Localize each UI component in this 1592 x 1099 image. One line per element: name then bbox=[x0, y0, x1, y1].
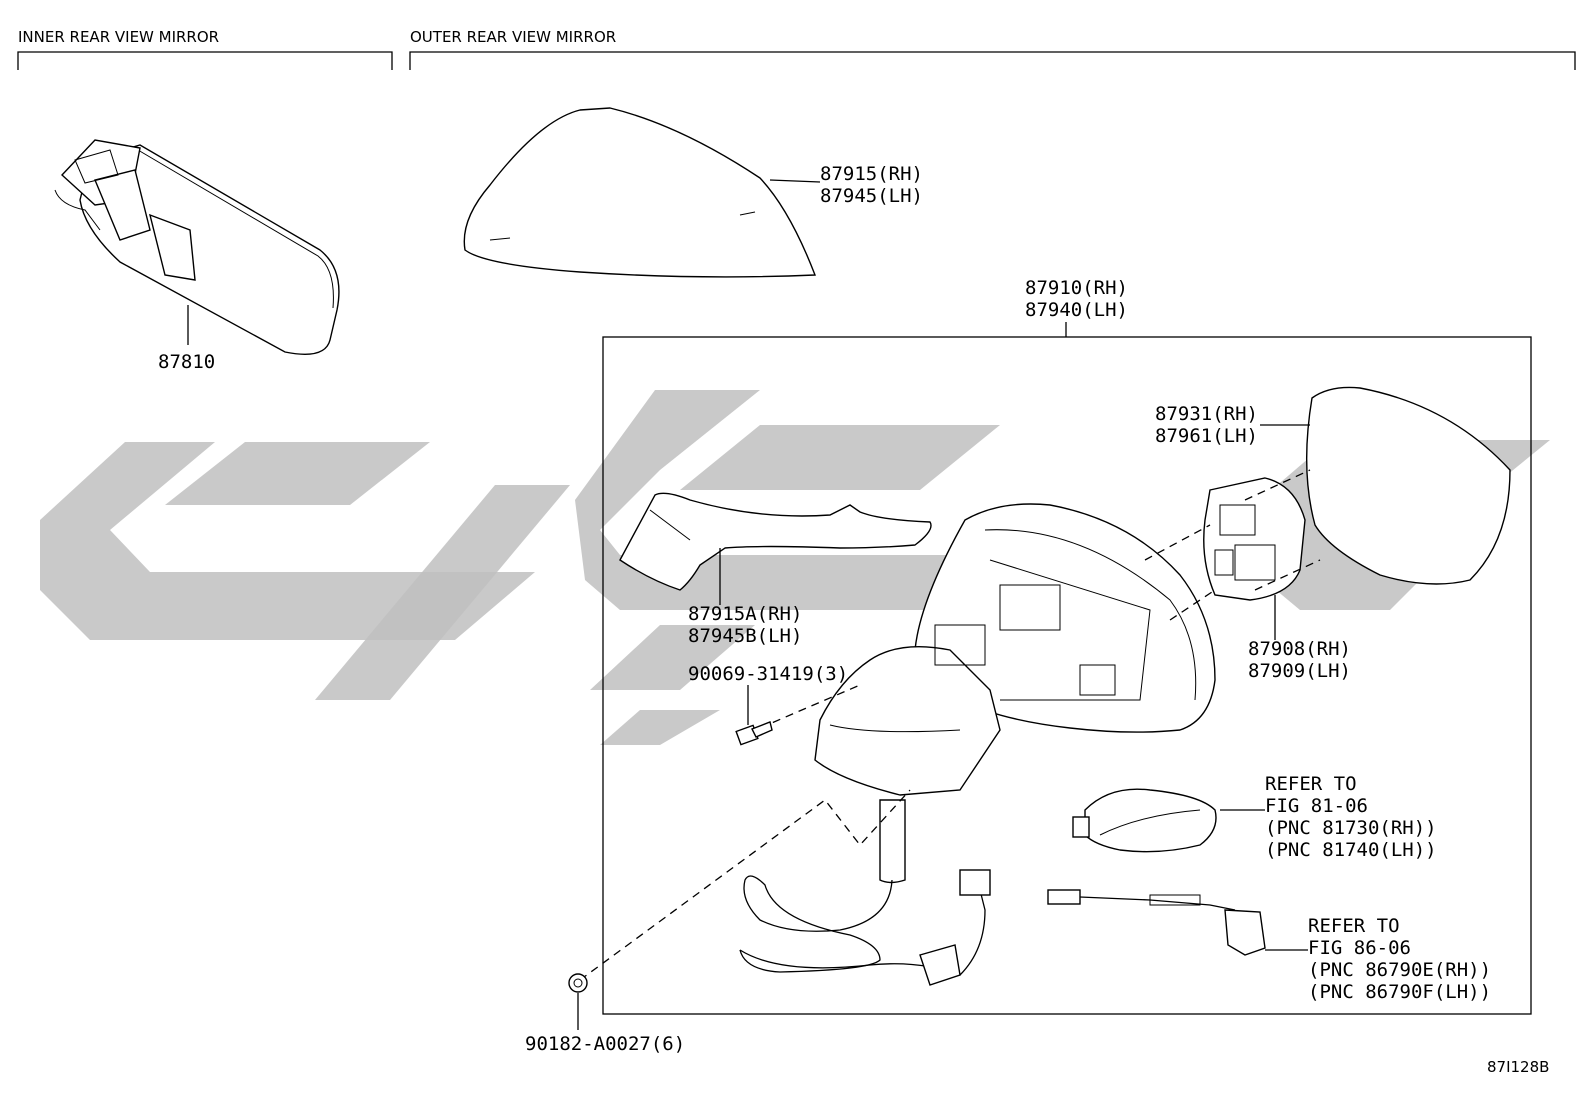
camera-drawing bbox=[1047, 889, 1266, 956]
callout-cover-rh: 87915(RH) bbox=[820, 163, 923, 185]
section-bracket-outer bbox=[409, 51, 1576, 70]
turn-lamp-drawing bbox=[1072, 788, 1217, 853]
callout-assembly-lh: 87940(LH) bbox=[1025, 299, 1128, 321]
callout-screw: 90069-31419(3) bbox=[688, 663, 848, 685]
ref-turn-lamp-line3: (PNC 81730(RH)) bbox=[1265, 817, 1437, 839]
ref-camera-line3: (PNC 86790E(RH)) bbox=[1308, 959, 1491, 981]
mirror-body-drawing bbox=[814, 503, 1216, 884]
leader-cover bbox=[769, 179, 821, 183]
ref-turn-lamp-line2: FIG 81-06 bbox=[1265, 795, 1368, 817]
assembly-guide-lines bbox=[579, 469, 1321, 981]
figure-code: 87I128B bbox=[1487, 1058, 1549, 1076]
callout-glass-lh: 87961(LH) bbox=[1155, 425, 1258, 447]
mirror-cover-drawing bbox=[463, 107, 817, 278]
screw-drawing bbox=[735, 721, 773, 746]
callout-clip: 90182-A0027(6) bbox=[525, 1033, 685, 1055]
ref-turn-lamp-line1: REFER TO bbox=[1265, 773, 1357, 795]
callout-assembly-rh: 87910(RH) bbox=[1025, 277, 1128, 299]
callout-garnish-lh: 87945B(LH) bbox=[688, 625, 802, 647]
mirror-glass-drawing bbox=[1305, 386, 1511, 585]
actuator-drawing bbox=[1203, 477, 1306, 601]
callout-garnish-rh: 87915A(RH) bbox=[688, 603, 802, 625]
garnish-drawing bbox=[619, 492, 932, 591]
assembly-frame bbox=[602, 336, 1532, 1015]
section-title-inner: INNER REAR VIEW MIRROR bbox=[18, 28, 219, 46]
section-bracket-inner bbox=[17, 51, 393, 70]
section-title-outer: OUTER REAR VIEW MIRROR bbox=[410, 28, 616, 46]
ref-turn-lamp-line4: (PNC 81740(LH)) bbox=[1265, 839, 1437, 861]
callout-inner-mirror: 87810 bbox=[158, 351, 215, 373]
callout-glass-rh: 87931(RH) bbox=[1155, 403, 1258, 425]
ref-camera-line4: (PNC 86790F(LH)) bbox=[1308, 981, 1491, 1003]
clip-drawing bbox=[568, 973, 588, 993]
callout-actuator-lh: 87909(LH) bbox=[1248, 660, 1351, 682]
callout-actuator-rh: 87908(RH) bbox=[1248, 638, 1351, 660]
ref-camera-line2: FIG 86-06 bbox=[1308, 937, 1411, 959]
inner-mirror-drawing bbox=[54, 139, 340, 355]
callout-cover-lh: 87945(LH) bbox=[820, 185, 923, 207]
ref-camera-line1: REFER TO bbox=[1308, 915, 1400, 937]
harness-drawing bbox=[739, 869, 991, 986]
